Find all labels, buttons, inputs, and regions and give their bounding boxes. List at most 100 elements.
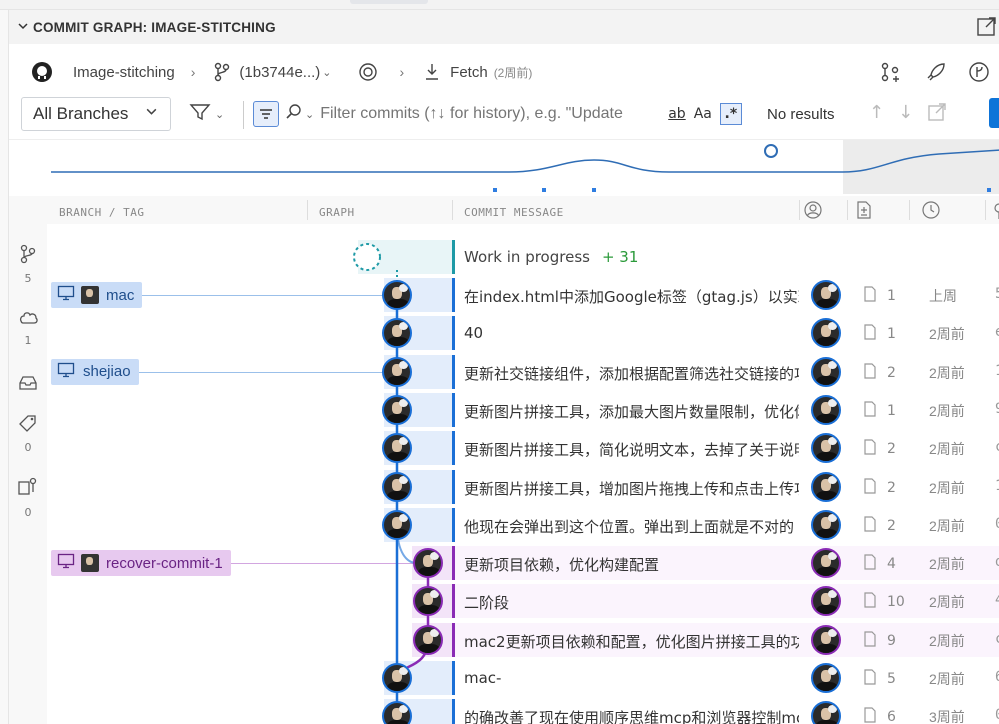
activity-minimap[interactable] <box>9 139 999 194</box>
branch-tag[interactable]: recover-commit-1 <box>51 550 231 577</box>
commit-row[interactable]: 4012周前e4 <box>47 314 999 352</box>
column-header-commit-message[interactable]: COMMIT MESSAGE <box>464 206 564 219</box>
wip-message-bg <box>452 240 999 274</box>
commit-node-avatar[interactable] <box>382 471 412 502</box>
commit-node-avatar[interactable] <box>413 624 443 655</box>
tags-gutter-item[interactable]: 0 <box>9 413 47 454</box>
branch-tag[interactable]: mac <box>51 282 143 308</box>
branch-select[interactable]: All Branches <box>21 97 171 131</box>
message-cell-bg <box>452 316 999 351</box>
match-case-toggle[interactable]: Aa <box>693 106 712 122</box>
arrow-down-icon[interactable]: ↓ <box>898 102 914 123</box>
message-cell-bg <box>452 392 999 427</box>
file-icon <box>863 707 877 724</box>
open-in-editor-icon[interactable] <box>976 16 998 38</box>
branch-tag-label: recover-commit-1 <box>106 554 223 572</box>
commit-row[interactable]: 的确改善了现在使用顺序思维mcp和浏览器控制mcp63周前04 <box>47 697 999 724</box>
graph-options-icon[interactable] <box>959 56 999 88</box>
commit-node-avatar[interactable] <box>382 663 412 693</box>
arrow-up-icon[interactable]: ↑ <box>869 102 885 123</box>
commit-node-avatar[interactable] <box>382 509 412 540</box>
commit-date: 2周前 <box>929 364 965 381</box>
commit-selector[interactable]: (1b3744e...) <box>239 63 321 81</box>
column-headers: BRANCH / TAG GRAPH COMMIT MESSAGE <box>47 196 999 224</box>
fetch-button[interactable]: Fetch(2周前) <box>450 64 532 81</box>
commit-date: 2周前 <box>929 479 965 496</box>
file-icon <box>863 669 877 689</box>
worktrees-gutter-item[interactable]: 0 <box>9 476 47 519</box>
commit-node-avatar[interactable] <box>382 356 412 387</box>
commit-graph-lines <box>353 243 430 724</box>
tag-connector-line <box>107 563 428 565</box>
commit-row[interactable]: mac2更新项目依赖和配置，优化图片拼接工具的功能92周前c7 <box>47 621 999 659</box>
commit-row[interactable]: 二阶段102周前46 <box>47 582 999 620</box>
stashes-gutter-item[interactable] <box>9 374 47 396</box>
commit-row[interactable]: 更新图片拼接工具，添加最大图片数量限制，优化体验12周前9a <box>47 391 999 429</box>
filter-toolbar: All Branches ⌄ ⌄ <box>9 95 999 135</box>
wip-label: Work in progress+ 31 <box>464 248 799 266</box>
commit-node-avatar[interactable] <box>382 394 412 425</box>
chevron-down-icon[interactable] <box>13 20 33 35</box>
author-avatar <box>811 318 841 349</box>
commit-sha: 46 <box>995 592 999 608</box>
github-icon[interactable] <box>31 61 53 83</box>
author-avatar <box>811 394 841 425</box>
commit-node-avatar[interactable] <box>382 433 412 464</box>
target-icon[interactable] <box>358 62 378 82</box>
file-icon <box>863 439 877 459</box>
branch-tag[interactable]: shejiao <box>51 358 139 385</box>
commit-node-avatar[interactable] <box>382 318 412 349</box>
search-input[interactable] <box>320 105 661 123</box>
date-column-icon[interactable] <box>921 200 941 223</box>
rocket-icon[interactable] <box>913 56 959 88</box>
row-marker <box>452 469 455 504</box>
panel-header[interactable]: COMMIT GRAPH: IMAGE-STITCHING <box>9 10 999 44</box>
remotes-gutter-item[interactable]: 1 <box>9 308 47 347</box>
commit-node-avatar[interactable] <box>413 586 443 617</box>
filter-button[interactable]: ⌄ <box>189 101 231 127</box>
commit-row[interactable]: 更新图片拼接工具，增加图片拖拽上传和点击上传功能22周前1b <box>47 468 999 506</box>
chevron-down-icon[interactable]: ⌄ <box>322 66 332 79</box>
commit-node-avatar[interactable] <box>382 280 412 310</box>
commit-row[interactable]: 更新图片拼接工具，简化说明文本，去掉了关于说明22周前cc <box>47 429 999 467</box>
author-avatar <box>811 433 841 464</box>
author-avatar <box>811 471 841 502</box>
search-icon[interactable] <box>285 103 303 125</box>
column-header-branch-tag[interactable]: BRANCH / TAG <box>59 206 145 219</box>
commit-row[interactable]: mac在index.html中添加Google标签（gtag.js）以实现网站分… <box>47 276 999 314</box>
open-results-icon[interactable] <box>927 102 947 127</box>
changed-files: 2 <box>863 362 896 383</box>
author-avatar <box>811 356 841 387</box>
whole-word-toggle[interactable]: ab <box>668 106 686 122</box>
branch-lane-line <box>395 563 430 679</box>
commit-date: 2周前 <box>929 441 965 458</box>
changed-files-count: 5 <box>887 671 896 687</box>
commit-date: 2周前 <box>929 556 965 573</box>
chevron-right-icon: › <box>190 64 196 80</box>
branches-gutter-item[interactable]: 5 <box>9 244 47 285</box>
sha-column-icon[interactable] <box>992 200 999 223</box>
commit-node-avatar[interactable] <box>382 701 412 724</box>
commit-row[interactable]: mac-52周前61 <box>47 659 999 697</box>
create-pr-icon[interactable] <box>867 56 913 88</box>
filter-mode-icon[interactable] <box>253 101 279 127</box>
commit-node-avatar[interactable] <box>413 548 443 579</box>
primary-action-button[interactable] <box>989 98 999 128</box>
commit-sha: 1b <box>995 478 999 494</box>
changed-files-count: 1 <box>887 326 896 343</box>
column-header-graph[interactable]: GRAPH <box>319 206 355 219</box>
message-cell-bg <box>452 661 999 695</box>
changes-column-icon[interactable] <box>855 200 873 223</box>
author-column-icon[interactable] <box>803 200 823 223</box>
commit-message: 40 <box>464 324 484 343</box>
changed-files-count: 2 <box>887 364 896 381</box>
outer-left-bar <box>0 10 8 724</box>
ref-gutter: 5 1 0 <box>9 196 47 724</box>
chevron-down-icon[interactable]: ⌄ <box>305 107 315 121</box>
regex-toggle[interactable]: .* <box>719 103 742 125</box>
message-cell-bg <box>452 469 999 504</box>
commit-row[interactable]: 他现在会弹出到这个位置。弹出到上面就是不对的22周前09 <box>47 506 999 544</box>
repo-name[interactable]: Image-stitching <box>73 63 175 81</box>
